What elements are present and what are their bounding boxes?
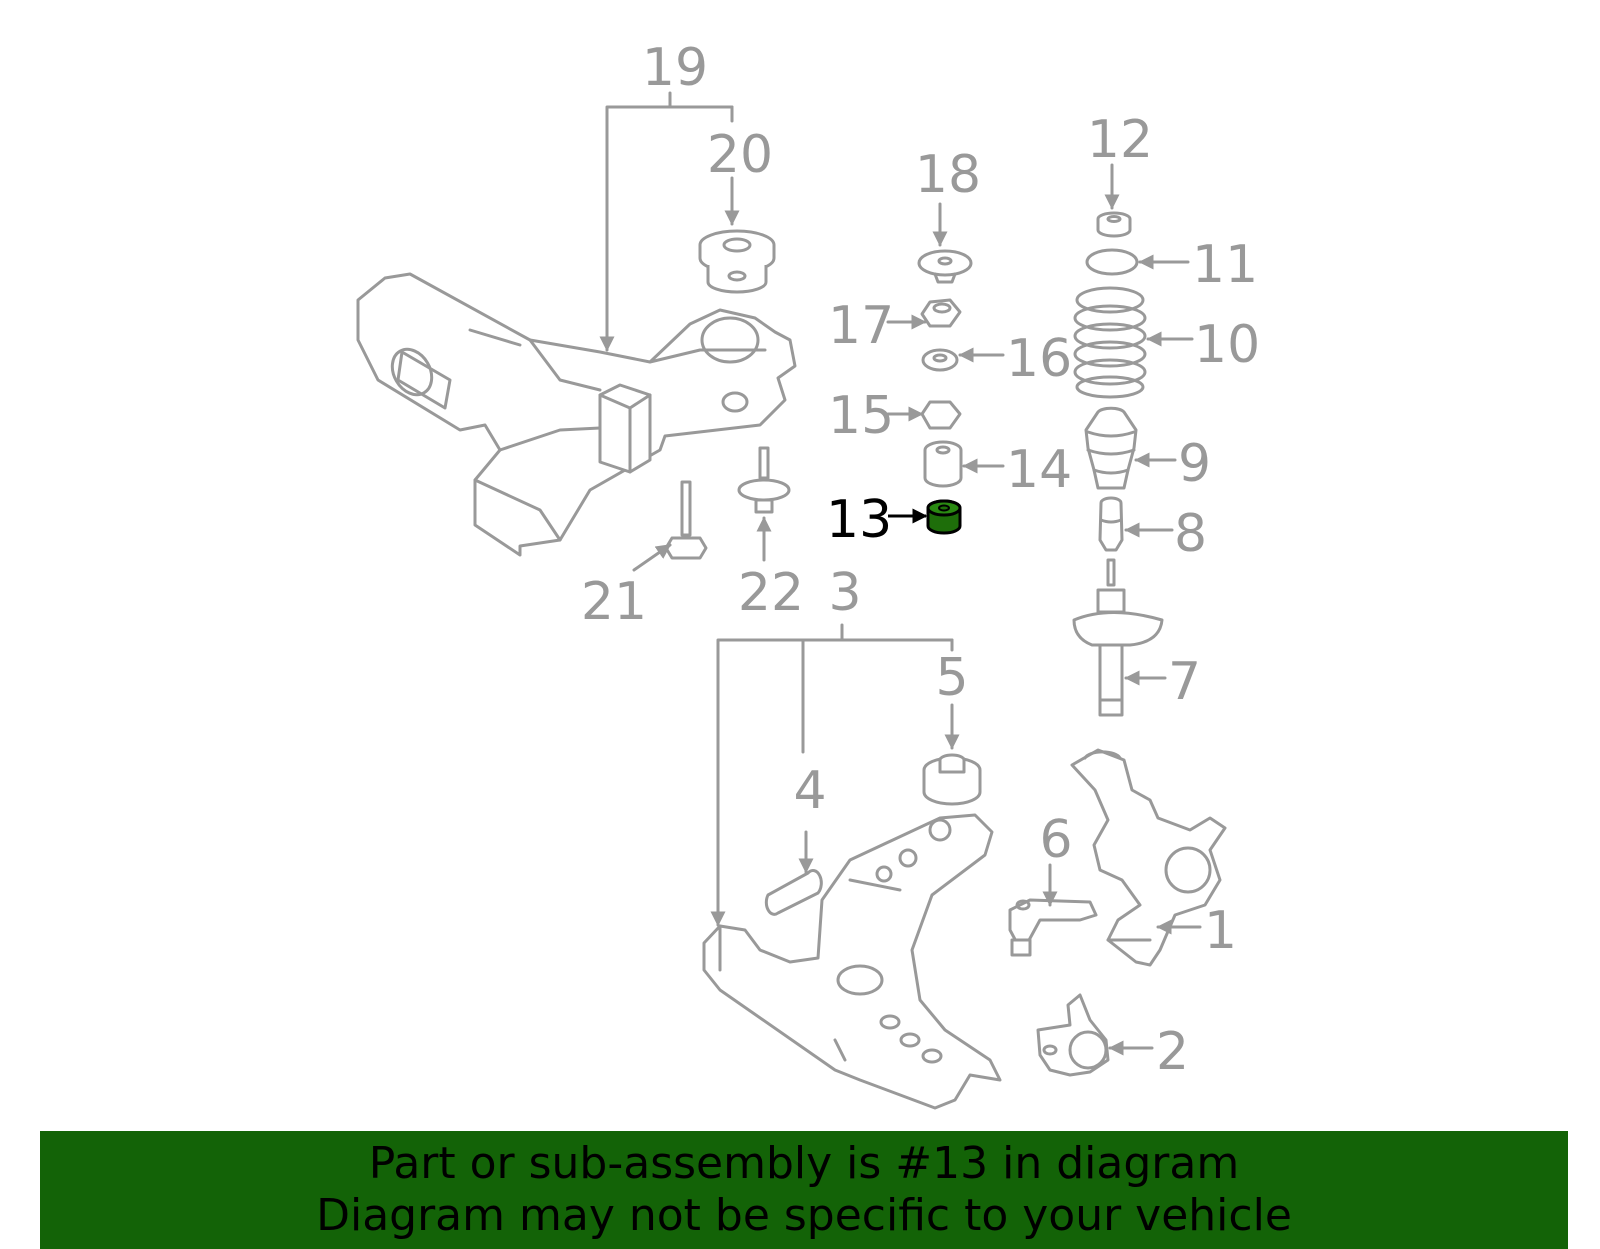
part-10-spring[interactable] <box>1073 286 1147 399</box>
callout-16[interactable]: 16 <box>1006 329 1072 389</box>
callout-19[interactable]: 19 <box>642 38 708 98</box>
part-5-bushing[interactable] <box>922 753 982 806</box>
banner-line-1: Part or sub-assembly is #13 in diagram <box>368 1138 1240 1189</box>
part-19-subframe[interactable] <box>356 272 797 557</box>
callout-21[interactable]: 21 <box>581 572 647 632</box>
parts-diagram: 19 20 18 12 11 17 10 16 15 14 9 13 8 21 … <box>356 38 1260 1110</box>
part-11-ring[interactable] <box>1085 248 1139 276</box>
callout-18[interactable]: 18 <box>915 145 981 205</box>
callout-11[interactable]: 11 <box>1192 235 1258 295</box>
callout-8[interactable]: 8 <box>1174 504 1207 564</box>
callout-13-highlighted[interactable]: 13 <box>826 490 892 550</box>
part-13-bushing[interactable] <box>926 499 962 535</box>
part-2-ball-joint[interactable] <box>1036 993 1110 1077</box>
callout-12[interactable]: 12 <box>1087 110 1153 170</box>
part-6-link[interactable] <box>1008 898 1098 957</box>
part-20-mount[interactable] <box>698 229 776 294</box>
callout-22[interactable]: 22 <box>738 563 804 623</box>
callout-17[interactable]: 17 <box>828 296 894 356</box>
part-1-knuckle[interactable] <box>1070 748 1227 967</box>
part-3-control-arm[interactable] <box>702 813 1002 1110</box>
info-banner: Part or sub-assembly is #13 in diagram D… <box>40 1131 1568 1249</box>
part-9-boot[interactable] <box>1084 406 1138 490</box>
callout-2[interactable]: 2 <box>1156 1022 1189 1082</box>
part-15-nut[interactable] <box>920 400 962 430</box>
part-4-pin[interactable] <box>764 869 823 916</box>
callout-3[interactable]: 3 <box>828 563 861 623</box>
part-7-strut[interactable] <box>1072 558 1164 717</box>
callout-10[interactable]: 10 <box>1194 315 1260 375</box>
callout-labels: 19 20 18 12 11 17 10 16 15 14 9 13 8 21 … <box>581 38 1260 1082</box>
part-17-nut[interactable] <box>920 298 962 328</box>
callout-7[interactable]: 7 <box>1168 652 1201 712</box>
part-12-cap[interactable] <box>1096 211 1132 238</box>
callout-9[interactable]: 9 <box>1178 434 1211 494</box>
callout-20[interactable]: 20 <box>707 125 773 185</box>
callout-4[interactable]: 4 <box>793 761 826 821</box>
part-18-washer[interactable] <box>917 249 973 284</box>
callout-6[interactable]: 6 <box>1039 810 1072 870</box>
callout-1[interactable]: 1 <box>1204 901 1237 961</box>
part-21-bolt[interactable] <box>664 480 708 560</box>
callout-14[interactable]: 14 <box>1006 440 1072 500</box>
callout-15[interactable]: 15 <box>828 386 894 446</box>
leader-lines <box>607 91 1202 1056</box>
part-14-bushing[interactable] <box>923 440 963 488</box>
part-8-bumpstop[interactable] <box>1098 496 1124 552</box>
part-22-bolt[interactable] <box>737 446 791 514</box>
banner-line-2: Diagram may not be specific to your vehi… <box>316 1190 1292 1241</box>
part-16-washer[interactable] <box>921 348 959 372</box>
callout-5[interactable]: 5 <box>935 648 968 708</box>
